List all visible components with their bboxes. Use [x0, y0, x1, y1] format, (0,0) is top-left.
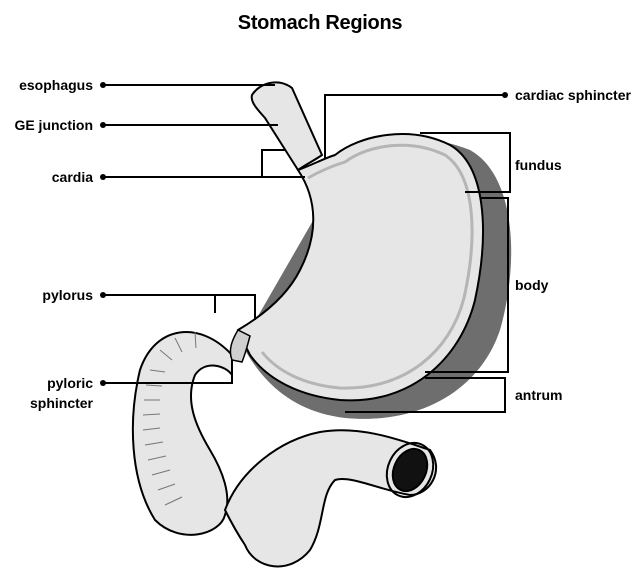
pylorus-constriction — [230, 330, 250, 362]
duodenum — [133, 332, 232, 535]
label-pyloric-line2: sphincter — [30, 395, 94, 411]
label-cardiac-sphincter: cardiac sphincter — [515, 87, 631, 103]
label-body: body — [515, 277, 549, 293]
label-fundus: fundus — [515, 157, 562, 173]
label-pyloric-line1: pyloric — [47, 375, 93, 391]
label-ge-junction: GE junction — [14, 117, 93, 133]
label-esophagus: esophagus — [19, 77, 93, 93]
label-pylorus: pylorus — [42, 287, 93, 303]
label-cardia: cardia — [52, 169, 93, 185]
intestine-loop — [225, 430, 436, 566]
label-antrum: antrum — [515, 387, 562, 403]
